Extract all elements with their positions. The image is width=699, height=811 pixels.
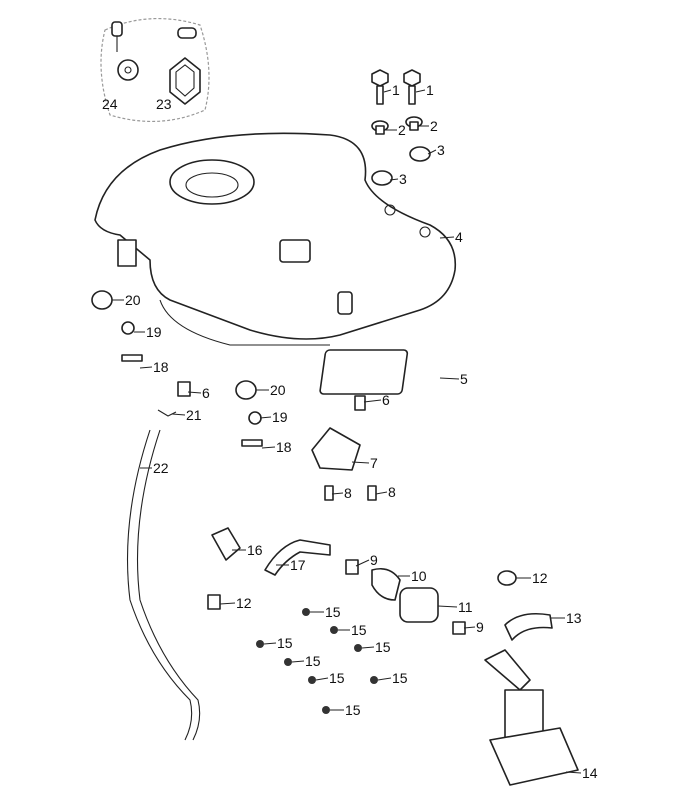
callout-15: 15: [351, 622, 367, 638]
callout-14: 14: [582, 765, 598, 781]
leader-line: [439, 236, 455, 239]
key-set-inset: [100, 18, 210, 122]
callout-19: 19: [272, 409, 288, 425]
leader-line: [375, 491, 388, 495]
callout-24: 24: [102, 96, 118, 112]
leader-line: [427, 149, 437, 155]
screw-icon: [354, 644, 362, 652]
drain-hose: [127, 429, 193, 741]
callout-20: 20: [125, 292, 141, 308]
screw-icon: [284, 658, 292, 666]
callout-17: 17: [290, 557, 306, 573]
callout-21: 21: [186, 407, 202, 423]
leader-line: [565, 771, 582, 774]
callout-16: 16: [247, 542, 263, 558]
leader-line: [437, 605, 458, 608]
callout-15: 15: [325, 604, 341, 620]
screw-icon: [322, 706, 330, 714]
callout-6: 6: [382, 392, 390, 408]
leader-line: [259, 416, 272, 419]
callout-15: 15: [345, 702, 361, 718]
callout-11: 11: [458, 599, 473, 615]
screw-icon: [302, 608, 310, 616]
leader-line: [383, 89, 392, 93]
callout-10: 10: [411, 568, 427, 584]
leader-line: [389, 178, 399, 181]
leader-line: [363, 399, 382, 403]
callout-23: 23: [156, 96, 172, 112]
small-parts: [91, 290, 377, 501]
leader-line: [219, 602, 236, 605]
callout-9: 9: [476, 619, 484, 635]
callout-2: 2: [398, 122, 406, 138]
callout-1: 1: [392, 82, 400, 98]
leader-line: [355, 559, 370, 567]
callout-15: 15: [329, 670, 345, 686]
callout-18: 18: [276, 439, 292, 455]
leader-line: [139, 366, 153, 369]
callout-3: 3: [399, 171, 407, 187]
fuel-line-parts: [207, 527, 553, 641]
screw-icon: [256, 640, 264, 648]
callout-2: 2: [430, 118, 438, 134]
leader-line: [263, 642, 277, 645]
callout-6: 6: [202, 385, 210, 401]
leader-line: [331, 492, 344, 495]
leader-line: [187, 391, 202, 394]
screw-icon: [370, 676, 378, 684]
callout-12: 12: [532, 570, 548, 586]
callout-5: 5: [460, 371, 468, 387]
bracket: [311, 427, 361, 471]
callout-9: 9: [370, 552, 378, 568]
callout-20: 20: [270, 382, 286, 398]
callout-15: 15: [375, 639, 391, 655]
callout-15: 15: [392, 670, 408, 686]
leader-line: [261, 446, 276, 449]
leader-line: [439, 377, 460, 380]
leader-line: [351, 461, 370, 464]
callout-12: 12: [236, 595, 252, 611]
fuel-pump: [484, 649, 579, 786]
leader-line: [377, 677, 392, 681]
callout-4: 4: [455, 229, 463, 245]
callout-15: 15: [305, 653, 321, 669]
leader-line: [315, 677, 329, 681]
callout-19: 19: [146, 324, 162, 340]
callout-8: 8: [388, 484, 396, 500]
screw-icon: [308, 676, 316, 684]
fuel-tank: [94, 132, 457, 346]
rubber-pad: [319, 349, 409, 395]
callout-8: 8: [344, 485, 352, 501]
callout-13: 13: [566, 610, 582, 626]
callout-22: 22: [153, 460, 169, 476]
callout-7: 7: [370, 455, 378, 471]
leader-line: [171, 413, 186, 416]
callout-3: 3: [437, 142, 445, 158]
callout-15: 15: [277, 635, 293, 651]
leader-line: [463, 626, 476, 629]
leader-line: [361, 646, 375, 649]
callout-1: 1: [426, 82, 434, 98]
screws: [256, 608, 378, 714]
leader-line: [291, 660, 305, 663]
callout-18: 18: [153, 359, 169, 375]
bolts-washers: [371, 69, 431, 186]
screw-icon: [330, 626, 338, 634]
leader-line: [415, 89, 426, 93]
